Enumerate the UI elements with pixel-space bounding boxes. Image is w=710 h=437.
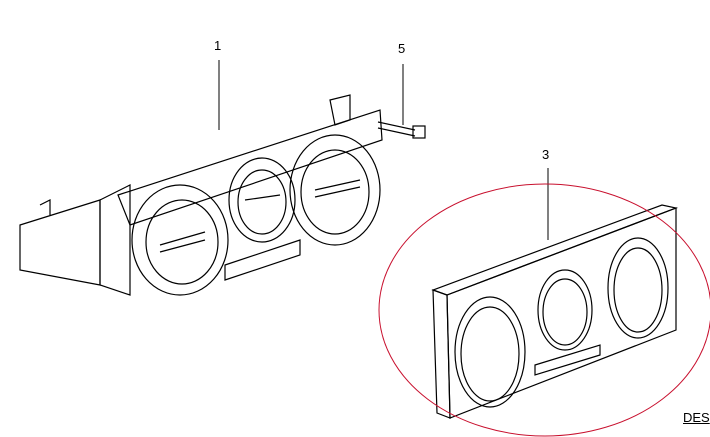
callout-3[interactable]: 3: [542, 147, 550, 162]
part-3-trim-panel: [431, 204, 679, 419]
des-link[interactable]: DES: [683, 410, 710, 425]
highlight-circle: [378, 183, 710, 437]
part-1-control-housing: [19, 94, 383, 296]
callout-5[interactable]: 5: [398, 41, 406, 56]
callout-1[interactable]: 1: [214, 38, 222, 53]
leader-lines: [218, 60, 549, 240]
part-5-screw: [377, 121, 426, 139]
